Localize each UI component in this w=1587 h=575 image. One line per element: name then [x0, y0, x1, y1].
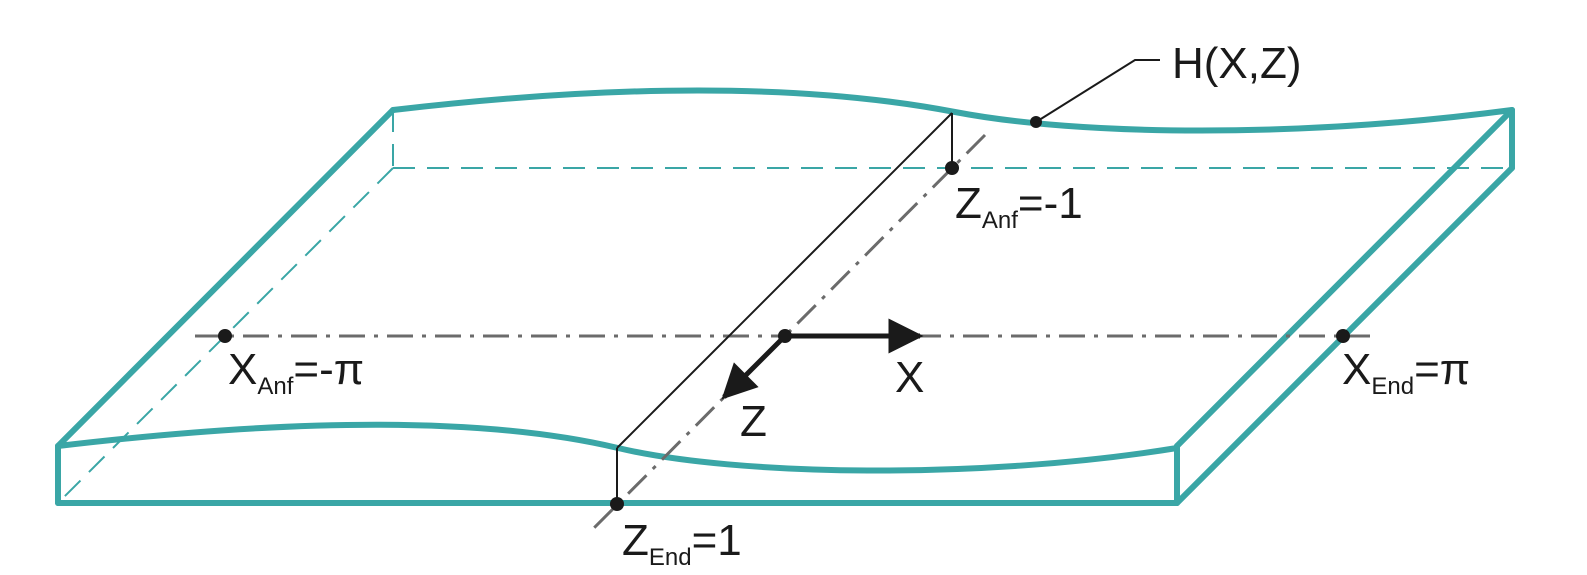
x-end-point: [1336, 329, 1350, 343]
film-outline: [55, 87, 1515, 506]
x-anf-point: [218, 329, 232, 343]
left-top-edge: [55, 107, 396, 449]
height-leader-point: [1030, 116, 1042, 128]
z-axis-label: Z: [740, 397, 767, 446]
origin-point: [778, 329, 792, 343]
hidden-edges: [57, 110, 1512, 504]
z-anf-point: [945, 161, 959, 175]
height-leader-line: [1035, 59, 1160, 123]
section-lines: [616, 59, 1160, 503]
z-axis-arrow: [721, 334, 787, 400]
x-anf-label: XAnf=-π: [228, 345, 364, 400]
height-function-label: H(X,Z): [1172, 39, 1302, 88]
z-anf-label: ZAnf=-1: [955, 179, 1083, 234]
back-top-wavy-edge: [390, 87, 1515, 134]
x-axis-label: X: [895, 353, 924, 402]
points: [218, 116, 1350, 511]
x-end-label: XEnd=π: [1342, 345, 1470, 400]
z-end-label: ZEnd=1: [622, 516, 742, 570]
right-top-edge: [1174, 107, 1515, 449]
hidden-left-bottom-edge: [57, 167, 394, 504]
section-diagonal: [616, 112, 953, 449]
axes: [721, 318, 924, 400]
z-end-point: [610, 497, 624, 511]
